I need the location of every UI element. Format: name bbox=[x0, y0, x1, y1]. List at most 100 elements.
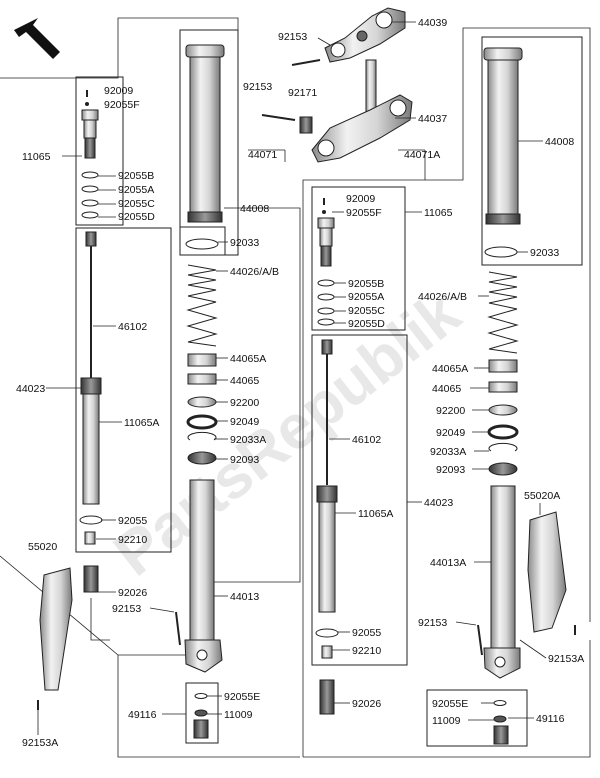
label-49116-right: 49116 bbox=[536, 713, 565, 725]
label-11065a-right: 11065A bbox=[358, 508, 393, 520]
label-92055d-right: 92055D bbox=[348, 318, 385, 330]
label-92153a-left: 92153A bbox=[22, 737, 58, 749]
label-44013: 44013 bbox=[230, 591, 259, 603]
label-92033a-left: 92033A bbox=[230, 434, 266, 446]
label-92055d-left: 92055D bbox=[118, 211, 155, 223]
label-44071a: 44071A bbox=[404, 149, 440, 161]
label-92200-right: 92200 bbox=[436, 405, 465, 417]
outer-tube-box-right bbox=[481, 36, 583, 266]
label-92055a-left: 92055A bbox=[118, 184, 154, 196]
damper-parts-box-right bbox=[311, 334, 408, 666]
leader-lines bbox=[37, 21, 547, 735]
bushing-44065a-left bbox=[187, 353, 217, 367]
washer-92200-left bbox=[187, 396, 217, 408]
label-44065-right: 44065 bbox=[432, 383, 461, 395]
label-46102-right: 46102 bbox=[352, 434, 381, 446]
label-44026-right: 44026/A/B bbox=[418, 291, 467, 303]
label-55020a: 55020A bbox=[524, 490, 560, 502]
bottom-bolt-92026-left bbox=[83, 565, 99, 593]
label-92026-left: 92026 bbox=[118, 587, 147, 599]
label-92055c-left: 92055C bbox=[118, 198, 155, 210]
collar-92210-left bbox=[84, 531, 96, 545]
label-11065-left: 11065 bbox=[22, 151, 51, 163]
o-ring-92033-left bbox=[185, 238, 219, 250]
bushing-44065a-right bbox=[488, 359, 518, 373]
label-92210-right: 92210 bbox=[352, 645, 381, 657]
seal-box-center bbox=[179, 226, 226, 256]
label-92033-left: 92033 bbox=[230, 237, 259, 249]
label-92055f-left: 92055F bbox=[104, 99, 140, 111]
fork-spring-right bbox=[487, 271, 519, 354]
label-44065a-left: 44065A bbox=[230, 353, 266, 365]
label-92055e-right: 92055E bbox=[432, 698, 468, 710]
outer-tube-right bbox=[483, 47, 523, 225]
bushing-44065-left bbox=[187, 373, 217, 385]
collar-92210-right bbox=[321, 645, 333, 659]
label-44037: 44037 bbox=[418, 113, 447, 125]
clamp-bolts bbox=[261, 59, 321, 134]
label-92033a-right: 92033A bbox=[430, 446, 466, 458]
label-44023-left: 44023 bbox=[16, 383, 45, 395]
leader-92026-left bbox=[90, 598, 110, 641]
circlip-92033a-left bbox=[187, 431, 217, 441]
label-92026-right: 92026 bbox=[352, 698, 381, 710]
label-44071: 44071 bbox=[248, 149, 277, 161]
label-44008-right: 44008 bbox=[545, 136, 574, 148]
label-92153-right: 92153 bbox=[418, 617, 447, 629]
label-92055b-right: 92055B bbox=[348, 278, 384, 290]
cartridge-parts-box-right bbox=[311, 186, 406, 331]
circlip-92033a-right bbox=[488, 442, 518, 452]
dust-seal-92093-right bbox=[488, 462, 518, 476]
label-92049-left: 92049 bbox=[230, 416, 259, 428]
label-92009-left: 92009 bbox=[104, 85, 133, 97]
cartridge-cap-parts-left bbox=[81, 90, 99, 219]
label-11009-left: 11009 bbox=[224, 709, 253, 721]
label-92093-left: 92093 bbox=[230, 454, 259, 466]
axle-bolt-92153-right bbox=[477, 624, 483, 656]
bottom-bolt-92026-right bbox=[319, 679, 335, 715]
label-92049-right: 92049 bbox=[436, 427, 465, 439]
axle-bolt-92153-left bbox=[175, 611, 181, 646]
inner-tube-right bbox=[483, 485, 521, 679]
cartridge-parts-box-left bbox=[75, 76, 124, 226]
label-92009-right: 92009 bbox=[346, 193, 375, 205]
label-92055e-left: 92055E bbox=[224, 691, 260, 703]
label-92033-right: 92033 bbox=[530, 247, 559, 259]
label-11009-right: 11009 bbox=[432, 715, 461, 727]
bushing-44065-right bbox=[488, 381, 518, 393]
washer-92200-right bbox=[488, 404, 518, 416]
fork-spring-left bbox=[186, 264, 218, 347]
label-44065a-right: 44065A bbox=[432, 363, 468, 375]
label-44065-left: 44065 bbox=[230, 375, 259, 387]
steering-stem-lower-clamp bbox=[311, 59, 413, 163]
label-92210-left: 92210 bbox=[118, 534, 147, 546]
label-92055b-left: 92055B bbox=[118, 170, 154, 182]
upper-triple-clamp bbox=[324, 7, 406, 63]
label-92153-left: 92153 bbox=[112, 603, 141, 615]
label-92200-left: 92200 bbox=[230, 397, 259, 409]
label-92055a-right: 92055A bbox=[348, 291, 384, 303]
oil-seal-92049-left bbox=[186, 414, 218, 430]
label-11065a-left: 11065A bbox=[124, 417, 159, 429]
label-44026-left: 44026/A/B bbox=[230, 266, 279, 278]
damper-parts-box-left bbox=[75, 227, 172, 553]
label-92153-top: 92153 bbox=[278, 31, 307, 43]
label-92055-left: 92055 bbox=[118, 515, 147, 527]
label-92153-clamp: 92153 bbox=[243, 81, 272, 93]
label-44039: 44039 bbox=[418, 17, 447, 29]
label-92093-right: 92093 bbox=[436, 464, 465, 476]
label-46102-left: 46102 bbox=[118, 321, 147, 333]
label-11065-right: 11065 bbox=[424, 207, 453, 219]
watermark: PartsRepublik bbox=[102, 278, 473, 589]
fork-guard-55020 bbox=[37, 567, 73, 710]
label-44023-right: 44023 bbox=[424, 497, 453, 509]
inner-tube-left bbox=[184, 479, 223, 673]
label-92055-right: 92055 bbox=[352, 627, 381, 639]
fork-guard-55020a bbox=[527, 511, 576, 635]
damper-rod-right bbox=[315, 339, 339, 638]
label-44013a: 44013A bbox=[430, 557, 466, 569]
bottom-parts-box-left bbox=[185, 682, 219, 744]
label-49116-left: 49116 bbox=[128, 709, 157, 721]
label-92055c-right: 92055C bbox=[348, 305, 385, 317]
label-92171: 92171 bbox=[288, 87, 317, 99]
